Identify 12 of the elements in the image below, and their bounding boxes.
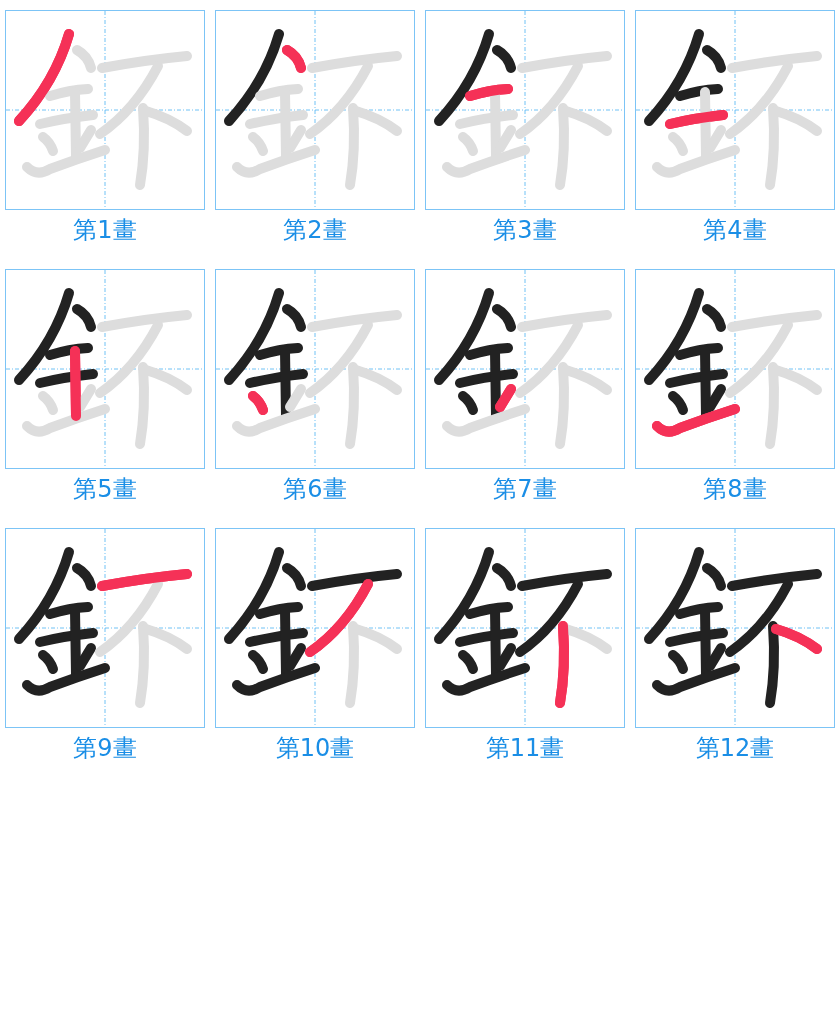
stroke-step-label: 第6畫 [283,474,347,505]
stroke-step-label: 第12畫 [695,733,775,764]
stroke-step-label: 第7畫 [493,474,557,505]
stroke-step-label: 第4畫 [703,215,767,246]
stroke-step-label: 第1畫 [73,215,137,246]
stroke-step-label: 第8畫 [703,474,767,505]
stroke-step-label: 第10畫 [275,733,355,764]
stroke-step-label: 第11畫 [485,733,565,764]
stroke-step-label: 第2畫 [283,215,347,246]
stroke-step-label: 第5畫 [73,474,137,505]
stroke-step-label: 第3畫 [493,215,557,246]
stroke-step-label: 第9畫 [73,733,137,764]
